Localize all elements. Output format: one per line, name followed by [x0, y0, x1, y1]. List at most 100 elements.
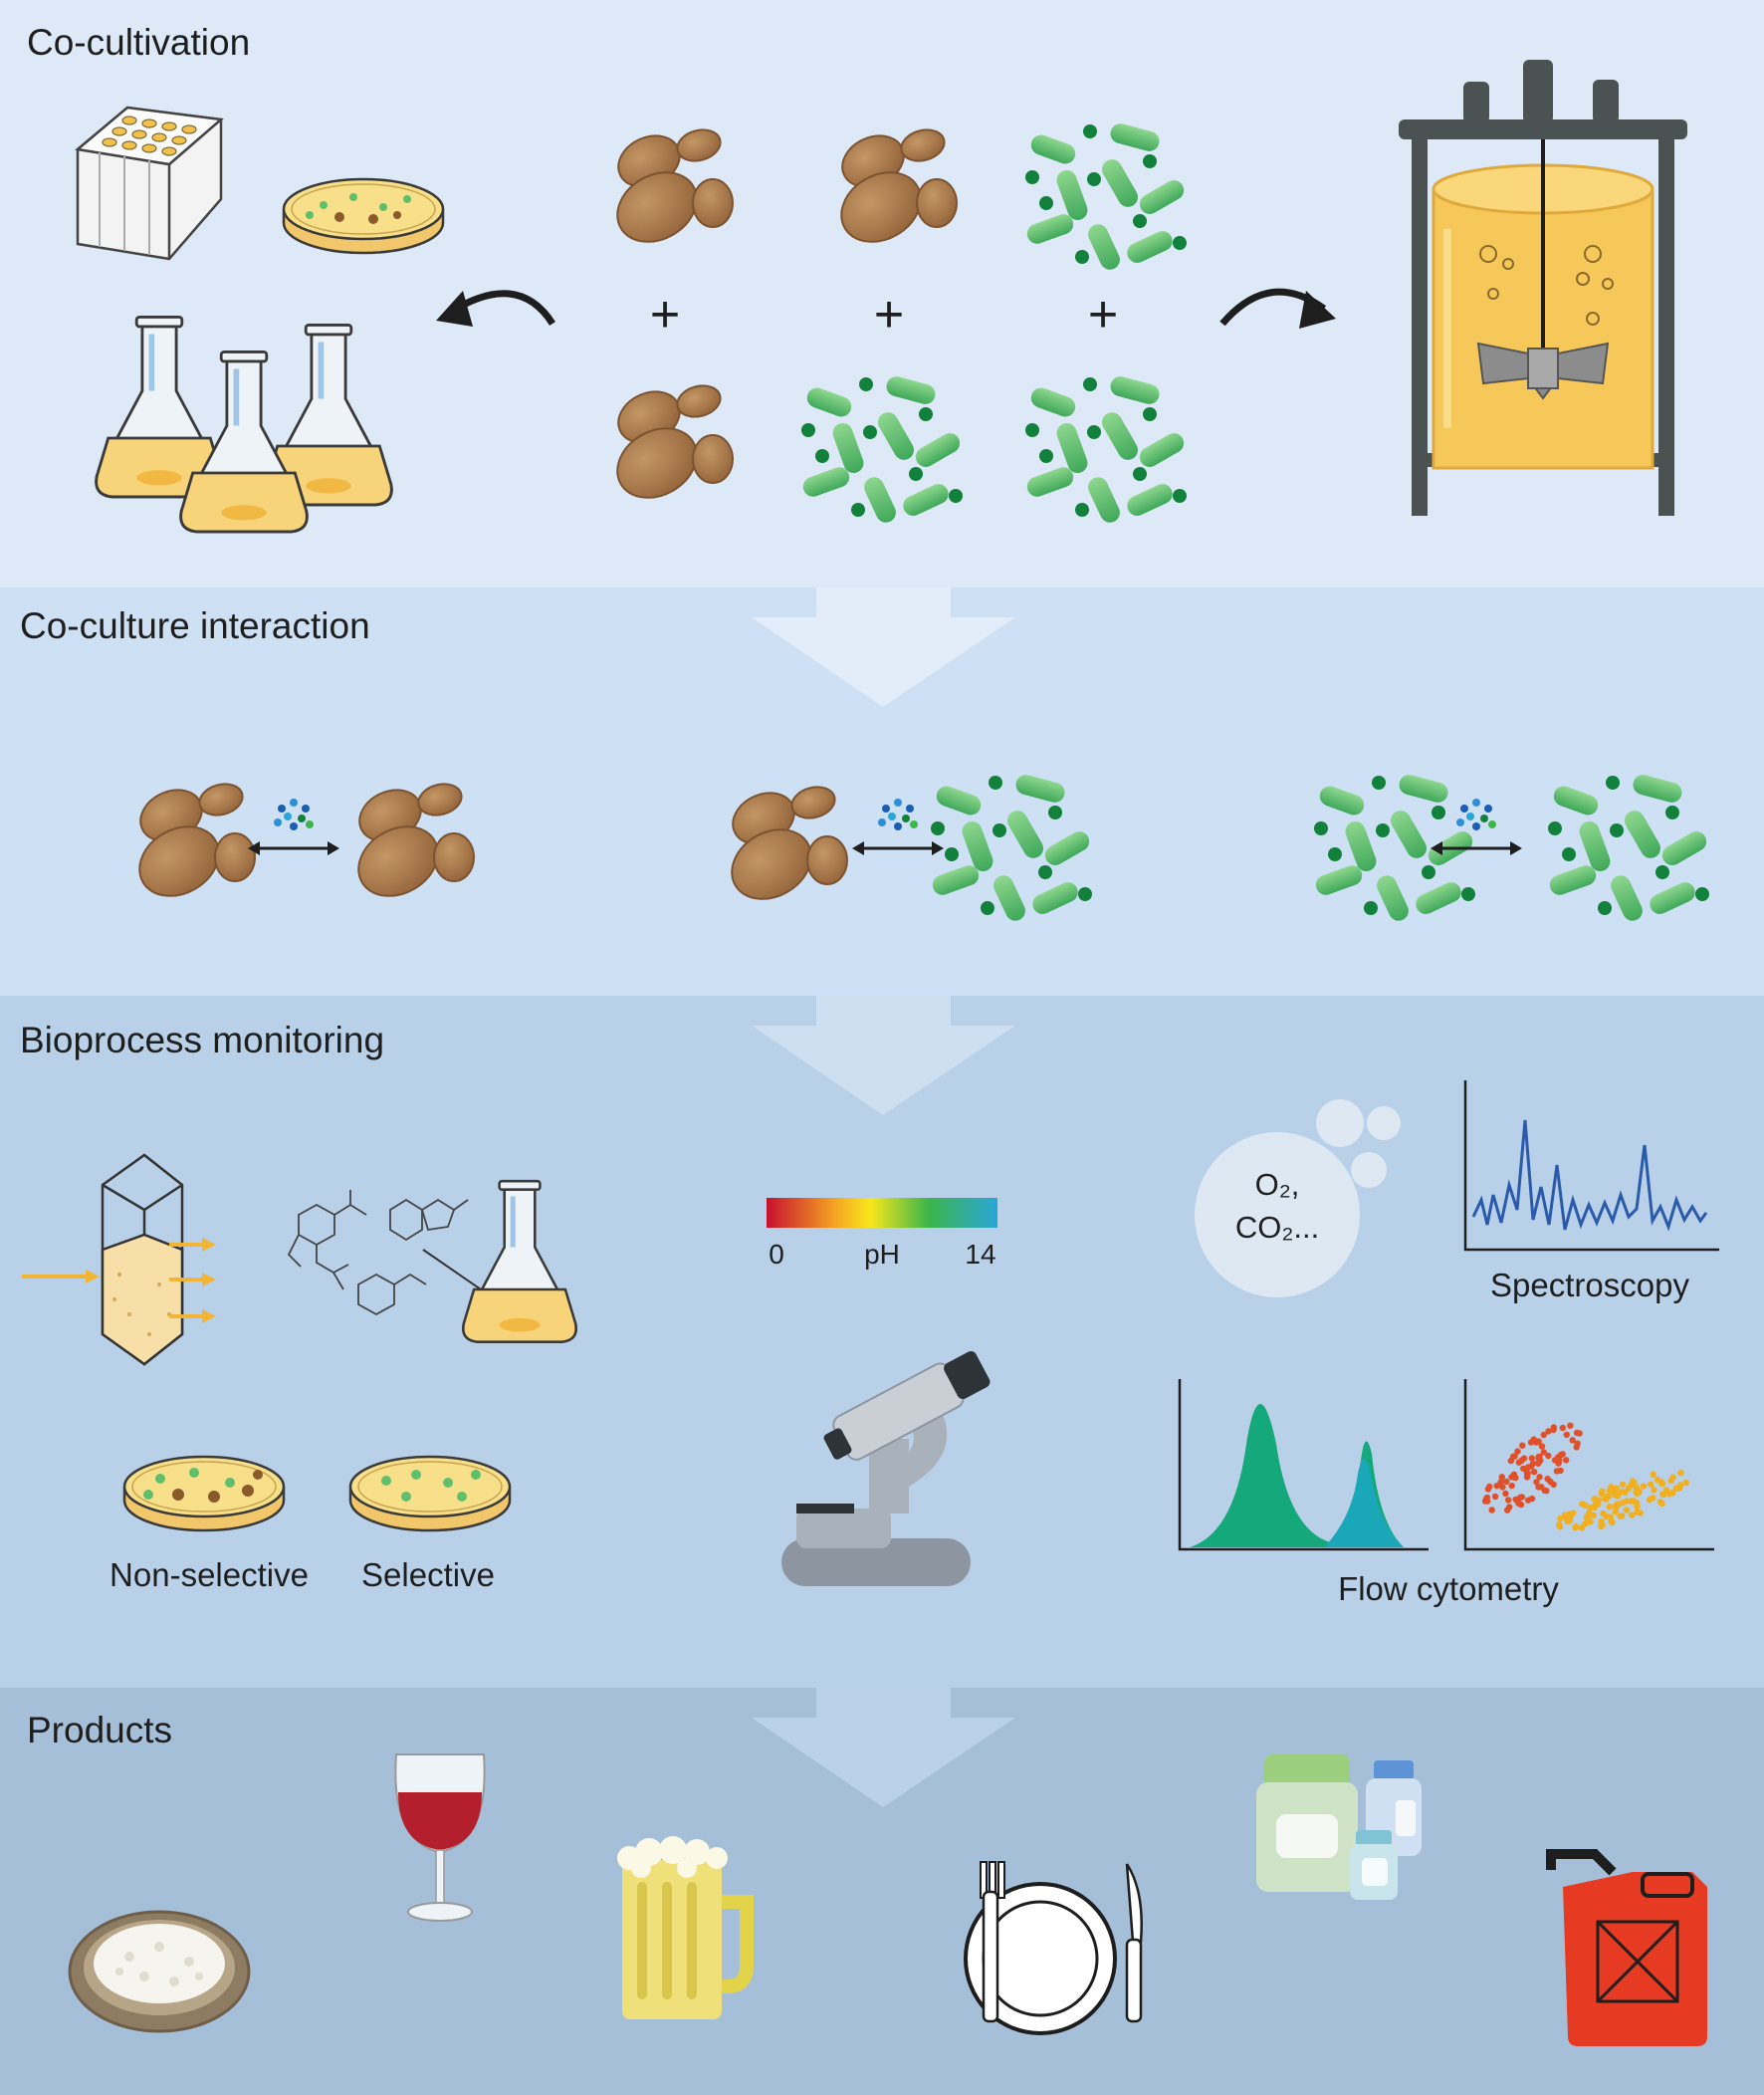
plus-sign: + — [873, 286, 905, 344]
scatter-dot — [1563, 1457, 1570, 1464]
plate-label-nonselective: Non-selective — [110, 1556, 309, 1593]
scatter-dot — [1619, 1481, 1627, 1489]
bioreactor-icon — [1399, 60, 1687, 516]
scatter-dot — [1512, 1496, 1519, 1504]
plus-sign: + — [649, 286, 681, 344]
gas-bubble-icon — [1195, 1099, 1401, 1297]
section-title-interaction: Co-culture interaction — [20, 605, 370, 646]
scatter-dot — [1569, 1437, 1576, 1444]
flask-icon — [97, 317, 392, 532]
scatter-dot — [1488, 1507, 1495, 1513]
section-title-monitoring: Bioprocess monitoring — [20, 1020, 385, 1060]
scatter-dot — [1591, 1496, 1598, 1503]
scatter-dot — [1519, 1442, 1526, 1449]
scatter-dot — [1600, 1510, 1607, 1517]
scatter-dot — [1486, 1483, 1493, 1491]
scatter-dot — [1498, 1474, 1506, 1481]
scatter-dot — [1499, 1484, 1506, 1491]
scatter-dot — [1508, 1482, 1515, 1490]
scatter-dot — [1612, 1503, 1620, 1510]
scatter-dot — [1640, 1483, 1648, 1490]
wine-glass-icon — [394, 1753, 486, 1922]
scatter-dot — [1650, 1495, 1656, 1502]
scatter-dot — [1567, 1511, 1575, 1517]
scatter-dot — [1623, 1507, 1631, 1513]
scatter-dot — [1619, 1513, 1626, 1519]
scatter-dot — [1536, 1474, 1543, 1481]
plate-label-selective: Selective — [361, 1556, 495, 1593]
scatter-dot — [1540, 1431, 1548, 1439]
scatter-dot — [1662, 1487, 1670, 1494]
medicine-bottles-icon — [1256, 1754, 1422, 1900]
scatter-dot — [1528, 1455, 1536, 1462]
scatter-dot — [1538, 1443, 1546, 1450]
interaction-yeast-bacteria — [718, 772, 1093, 924]
flask-icon — [463, 1181, 575, 1342]
scatter-dot — [1608, 1484, 1615, 1491]
scatter-dot — [1504, 1507, 1511, 1513]
scatter-dot — [1533, 1479, 1540, 1486]
scatter-dot — [1682, 1479, 1690, 1487]
scatter-dot — [1586, 1510, 1593, 1516]
ph-scale-icon — [767, 1198, 997, 1228]
interaction-bacteria-bacteria — [1313, 772, 1710, 924]
scatter-dot — [1656, 1499, 1664, 1506]
scatter-dot — [1563, 1431, 1571, 1439]
section-title-products: Products — [27, 1710, 173, 1750]
cuvette-icon — [22, 1153, 216, 1366]
scatter-dot — [1573, 1429, 1581, 1437]
scatter-dot — [1509, 1453, 1517, 1461]
scatter-dot — [1550, 1481, 1557, 1489]
scatter-dot — [1592, 1501, 1600, 1509]
scatter-dot — [1579, 1501, 1586, 1508]
scatter-dot — [1634, 1509, 1641, 1515]
scatter-dot — [1648, 1481, 1654, 1489]
scatter-dot — [1659, 1491, 1666, 1498]
scatter-dot — [1606, 1504, 1614, 1511]
plus-sign: + — [1087, 286, 1119, 344]
well-plate-icon — [75, 106, 224, 261]
scatter-dot — [1657, 1478, 1664, 1486]
petri-dish-icon — [122, 1455, 286, 1532]
ph-min-label: 0 — [769, 1239, 784, 1270]
scatter-dot — [1613, 1485, 1621, 1492]
scatter-dot — [1629, 1512, 1636, 1518]
scatter-dot — [1598, 1490, 1605, 1498]
scatter-dot — [1514, 1448, 1521, 1455]
scatter-dot — [1543, 1488, 1550, 1495]
scatter-dot — [1612, 1492, 1619, 1499]
ph-label: pH — [864, 1239, 900, 1270]
scatter-dot — [1677, 1470, 1684, 1477]
scatter-dot — [1553, 1468, 1561, 1475]
scatter-dot — [1520, 1465, 1527, 1473]
scatter-dot — [1667, 1477, 1674, 1485]
scatter-dot — [1524, 1497, 1532, 1504]
scatter-dot — [1555, 1454, 1562, 1461]
scatter-dot — [1557, 1514, 1564, 1522]
scatter-dot — [1573, 1444, 1580, 1451]
scatter-dot — [1481, 1498, 1489, 1505]
scatter-dot — [1634, 1503, 1641, 1511]
flow-scatter-chart — [1463, 1379, 1714, 1551]
interaction-yeast-yeast — [125, 778, 475, 911]
scatter-dot — [1540, 1449, 1548, 1456]
section-title-cultivation: Co-cultivation — [27, 22, 251, 63]
scatter-dot — [1601, 1495, 1609, 1503]
scatter-dot — [1612, 1509, 1620, 1515]
scatter-dot — [1556, 1523, 1564, 1530]
scatter-dot — [1672, 1485, 1680, 1492]
scatter-dot — [1545, 1452, 1552, 1460]
scatter-dot — [1550, 1426, 1557, 1434]
ph-max-label: 14 — [965, 1239, 996, 1270]
scatter-dot — [1630, 1498, 1638, 1505]
scatter-dot — [1630, 1480, 1637, 1487]
scatter-dot — [1564, 1517, 1572, 1525]
gas-label-line1: O₂, — [1254, 1167, 1300, 1202]
scatter-dot — [1587, 1518, 1594, 1525]
flow-histogram-chart — [1178, 1379, 1429, 1551]
scatter-dot — [1651, 1487, 1657, 1494]
scatter-dot — [1578, 1524, 1586, 1531]
scatter-dot — [1535, 1453, 1543, 1461]
molecule-icon — [287, 1190, 469, 1316]
